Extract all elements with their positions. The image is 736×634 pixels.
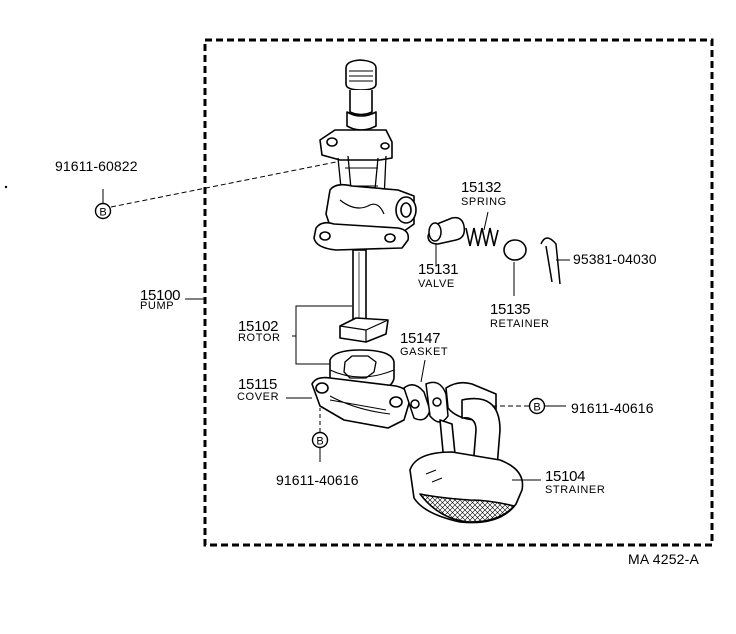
pump-part-number: 15100	[140, 287, 181, 304]
gasket-part-name: GASKET	[400, 346, 449, 358]
pump-shaft-drawing	[352, 249, 367, 323]
spring-part-number: 15132	[461, 179, 502, 196]
strainer-part-name: STRAINER	[545, 484, 606, 496]
diagram-reference-code: MA 4252-A	[628, 551, 700, 567]
rotor-part-name: ROTOR	[238, 332, 281, 344]
retainer-part-number: 15135	[490, 301, 531, 318]
stray-mark	[4, 185, 8, 189]
strainer-part-number: 15104	[545, 468, 586, 485]
retainer-part-name: RETAINER	[490, 318, 550, 330]
strainer-drawing	[409, 381, 524, 524]
cover-part-number: 15115	[238, 376, 278, 393]
cover-part-name: COVER	[237, 391, 280, 403]
leader-lines	[102, 161, 570, 481]
bolt-marker-top	[94, 202, 112, 220]
spring-part-name: SPRING	[461, 196, 507, 208]
rotor-drawing	[329, 317, 395, 393]
assembly-boundary	[203, 38, 714, 547]
gasket-drawing	[403, 381, 449, 423]
gasket-part-number: 15147	[400, 330, 441, 347]
valve-part-name: VALVE	[418, 278, 455, 290]
pump-body-drawing	[313, 59, 417, 251]
pump-part-name: PUMP	[140, 300, 175, 312]
bolt-marker-strainer-letter: B	[533, 402, 540, 414]
cover-drawing	[311, 376, 412, 429]
cotter-pin-part-number: 95381-04030	[573, 251, 657, 267]
rotor-part-number: 15102	[238, 318, 279, 335]
retainer-drawing	[503, 239, 527, 261]
cover-bolt-part-number: 91611-40616	[276, 472, 359, 488]
valve-part-number: 15131	[418, 261, 459, 278]
bolt-marker-cover-letter: B	[316, 436, 323, 448]
bolt-marker-strainer	[528, 397, 546, 415]
cotter-pin-drawing	[540, 237, 561, 285]
top-bolt-part-number: 91611-60822	[55, 158, 138, 174]
relief-valve-drawing	[427, 216, 466, 245]
strainer-bolt-part-number: 91611-40616	[571, 400, 654, 416]
spring-drawing	[465, 227, 499, 247]
bolt-marker-top-letter: B	[99, 207, 106, 219]
bolt-marker-cover	[311, 431, 329, 449]
